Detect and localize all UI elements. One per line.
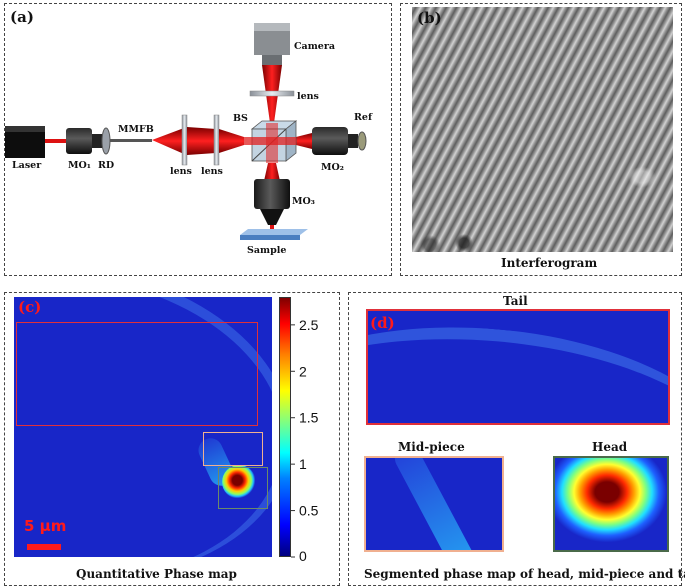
colorbar-tick-label: 1 <box>299 456 307 472</box>
colorbar <box>279 297 291 557</box>
interferogram-image <box>412 7 673 252</box>
lens-1 <box>181 114 188 166</box>
panel-d-label: (d) <box>370 314 395 332</box>
panel-c-label: (c) <box>18 298 42 316</box>
rd-label: RD <box>98 160 115 171</box>
camera-label: Camera <box>294 41 335 52</box>
head-segment-image <box>553 456 669 552</box>
panel-d <box>348 292 682 586</box>
colorbar-tick-label: 2.5 <box>299 317 319 333</box>
phase-map-caption: Quantitative Phase map <box>76 567 237 581</box>
camera <box>254 23 290 65</box>
tail-roi-box <box>16 322 258 426</box>
lens-top <box>249 90 295 97</box>
sample-label: Sample <box>247 245 287 256</box>
scalebar <box>27 544 61 550</box>
panel-c <box>4 292 340 586</box>
colorbar-tick-label: 0.5 <box>299 503 319 519</box>
mo2-label: MO₂ <box>321 162 344 173</box>
lens1-label: lens <box>170 166 192 177</box>
panel-a <box>4 3 392 276</box>
mo1-label: MO₁ <box>68 160 91 171</box>
midpiece-roi-box <box>203 432 263 466</box>
optical-setup-diagram <box>5 23 367 240</box>
bs-label: BS <box>233 113 248 124</box>
lens2-label: lens <box>201 166 223 177</box>
rd-diffuser <box>101 127 111 155</box>
lens-top-label: lens <box>297 91 319 102</box>
phase-map-image <box>14 297 272 557</box>
colorbar-tick-label: 2 <box>299 363 307 379</box>
mmfb-label: MMFB <box>118 124 154 135</box>
tail-segment-image <box>366 309 670 425</box>
tail-title: Tail <box>503 294 528 308</box>
lens-2 <box>213 114 220 166</box>
midpiece-title: Mid-piece <box>398 440 465 454</box>
beam-splitter <box>244 120 298 163</box>
scalebar-label: 5 μm <box>24 517 67 535</box>
laser-body <box>5 126 45 158</box>
head-title: Head <box>592 440 628 454</box>
mo2-objective <box>312 127 358 155</box>
panel-a-label: (a) <box>10 8 34 26</box>
colorbar-axis: 2.5 2 1.5 1 0.5 0 <box>291 317 319 564</box>
ref-mirror <box>357 131 367 151</box>
sample-slide <box>240 229 308 240</box>
panel-b <box>400 3 682 276</box>
mo1-objective <box>66 128 102 154</box>
laser-label: Laser <box>12 160 42 171</box>
head-roi-box <box>218 467 268 509</box>
segmented-caption: Segmented phase map of head, mid-piece a… <box>364 567 685 581</box>
midpiece-segment-image <box>364 456 504 552</box>
panel-b-label: (b) <box>417 9 442 27</box>
mo3-objective <box>254 179 290 225</box>
ref-label: Ref <box>354 112 373 123</box>
colorbar-tick-label: 1.5 <box>299 410 319 426</box>
interferogram-caption: Interferogram <box>501 256 598 270</box>
colorbar-tick-label: 0 <box>299 548 307 564</box>
mo3-label: MO₃ <box>292 196 315 207</box>
